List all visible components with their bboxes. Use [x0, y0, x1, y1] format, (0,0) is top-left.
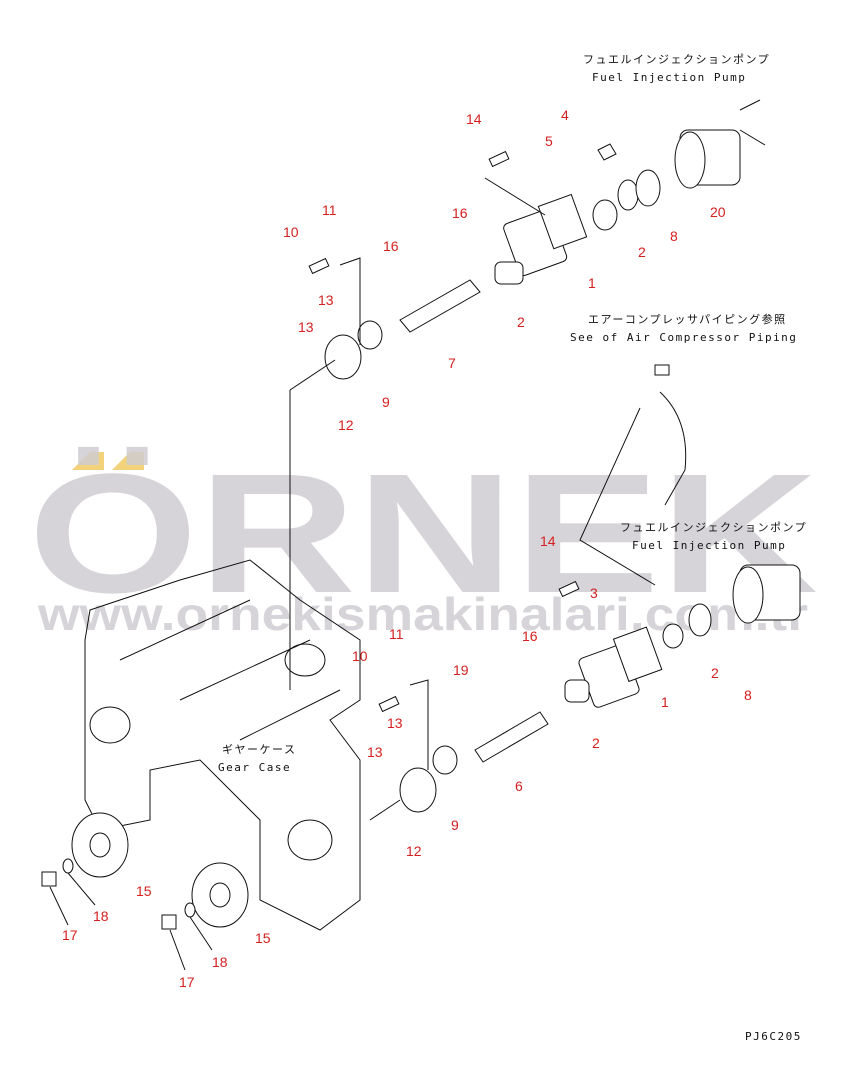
callout: 7: [448, 355, 456, 371]
callout: 13: [387, 715, 403, 731]
callout: 20: [710, 204, 726, 220]
callout: 16: [522, 628, 538, 644]
callout: 15: [136, 883, 152, 899]
callout: 18: [93, 908, 109, 924]
callout: 9: [382, 394, 390, 410]
callout: 2: [592, 735, 600, 751]
callout: 9: [451, 817, 459, 833]
callouts-top: 14 4 5 20 8 2 1 16 16 2 7 11 10 13 13 9 …: [283, 107, 726, 433]
caption-pump-bottom-jp: フュエルインジェクションポンプ: [620, 521, 807, 534]
callout: 13: [367, 744, 383, 760]
caption-pump-bottom-en: Fuel Injection Pump: [632, 539, 786, 552]
callout: 2: [711, 665, 719, 681]
callout: 16: [452, 205, 468, 221]
callout: 15: [255, 930, 271, 946]
callout: 8: [744, 687, 752, 703]
callout: 1: [588, 275, 596, 291]
callout: 6: [515, 778, 523, 794]
callout: 13: [318, 292, 334, 308]
caption-air-en: See of Air Compressor Piping: [570, 331, 797, 344]
callout: 17: [62, 927, 78, 943]
caption-gear-jp: ギヤーケース: [222, 743, 296, 756]
captions: フュエルインジェクションポンプ Fuel Injection Pump エアーコ…: [218, 53, 807, 1043]
callout: 1: [661, 694, 669, 710]
callout: 10: [283, 224, 299, 240]
callout: 4: [561, 107, 569, 123]
upper-pump-drive: [289, 99, 766, 690]
callout: 2: [517, 314, 525, 330]
callout: 11: [322, 202, 337, 218]
callout: 2: [638, 244, 646, 260]
watermark-accent-icon: [72, 452, 104, 470]
callout: 18: [212, 954, 228, 970]
callout: 14: [466, 111, 482, 127]
callout: 3: [590, 585, 598, 601]
callout: 16: [383, 238, 399, 254]
caption-pump-top-en: Fuel Injection Pump: [592, 71, 746, 84]
callout: 10: [352, 648, 368, 664]
callout: 13: [298, 319, 314, 335]
callout: 11: [389, 626, 404, 642]
callout: 12: [338, 417, 354, 433]
drawing-code: PJ6C205: [745, 1030, 802, 1043]
lower-pump-drive: [41, 559, 801, 971]
callout: 5: [545, 133, 553, 149]
watermark-brand: ÖRNEK: [28, 439, 818, 629]
caption-pump-top-jp: フュエルインジェクションポンプ: [583, 53, 770, 66]
callout: 17: [179, 974, 195, 990]
callout: 12: [406, 843, 422, 859]
caption-air-jp: エアーコンプレッサパイピング参照: [588, 312, 787, 326]
watermark-accent-icon: [112, 452, 144, 470]
callout: 14: [540, 533, 556, 549]
callouts-bottom: 14 3 2 8 1 16 2 19 6 11 10 13 13 9 12 15…: [62, 533, 752, 990]
callout: 8: [670, 228, 678, 244]
callout: 19: [453, 662, 469, 678]
caption-gear-en: Gear Case: [218, 761, 291, 774]
